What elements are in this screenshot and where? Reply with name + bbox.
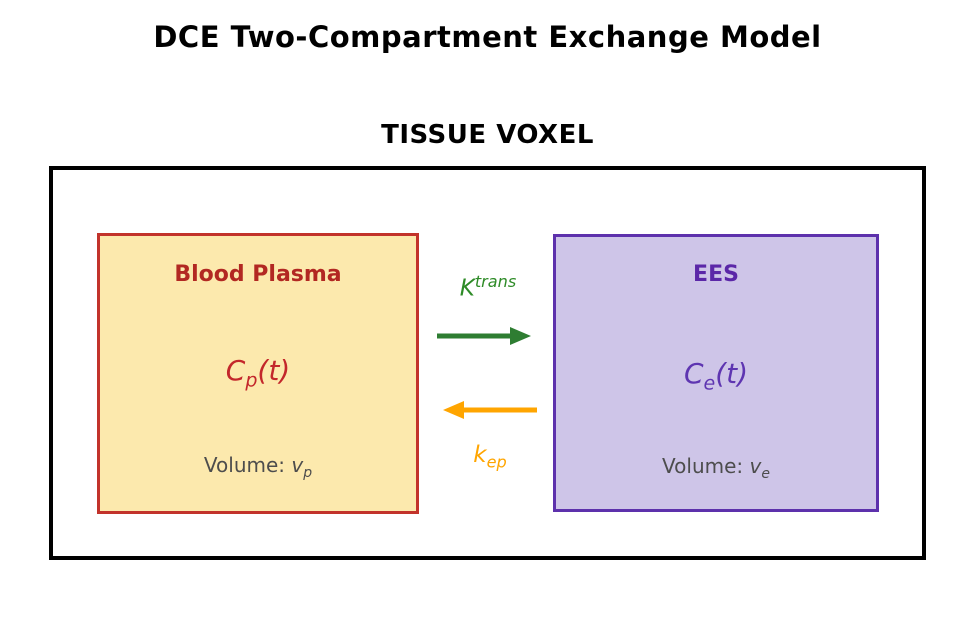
ktrans-rate-label: Ktrans bbox=[408, 272, 568, 302]
kep-base: k bbox=[473, 442, 487, 468]
plasma-concentration-term: Cp(t) bbox=[100, 354, 416, 392]
kep-subscript: ep bbox=[486, 452, 507, 472]
ees-compartment: EES Ce(t) Volume: ve bbox=[553, 234, 879, 512]
ees-volume-text: Volume: bbox=[662, 454, 750, 478]
kep-arrow-icon bbox=[443, 401, 537, 419]
ees-title: EES bbox=[693, 262, 739, 287]
ees-conc-base: C bbox=[683, 357, 704, 390]
plasma-conc-arg: (t) bbox=[257, 354, 291, 387]
ees-volume-label: Volume: ve bbox=[556, 454, 876, 482]
tissue-voxel-label: TISSUE VOXEL bbox=[381, 120, 594, 150]
ees-volume-subscript: e bbox=[761, 466, 770, 482]
plasma-volume-subscript: p bbox=[303, 465, 313, 481]
diagram-title: DCE Two-Compartment Exchange Model bbox=[153, 20, 822, 54]
kep-rate-label: kep bbox=[410, 442, 570, 472]
ktrans-base: K bbox=[459, 275, 475, 302]
ktrans-arrow-icon bbox=[437, 327, 531, 345]
ees-concentration-term: Ce(t) bbox=[556, 357, 876, 395]
ktrans-superscript: trans bbox=[474, 272, 517, 291]
plasma-conc-subscript: p bbox=[245, 369, 258, 392]
plasma-volume-text: Volume: bbox=[203, 453, 292, 477]
ees-volume-var: v bbox=[749, 454, 762, 478]
plasma-conc-base: C bbox=[225, 354, 246, 387]
blood-plasma-title: Blood Plasma bbox=[174, 262, 342, 287]
ees-conc-subscript: e bbox=[703, 372, 716, 395]
plasma-volume-label: Volume: vp bbox=[100, 453, 416, 481]
plasma-volume-var: v bbox=[291, 453, 304, 477]
blood-plasma-compartment: Blood Plasma Cp(t) Volume: vp bbox=[97, 233, 419, 514]
ees-conc-arg: (t) bbox=[715, 357, 749, 390]
